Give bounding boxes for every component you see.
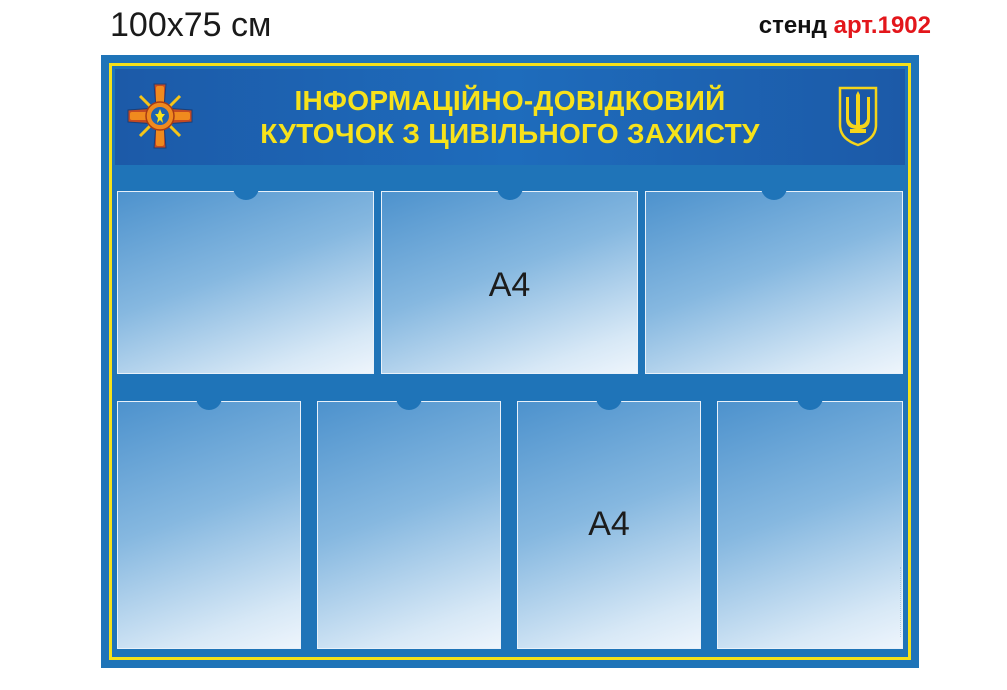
stand-board: ІНФОРМАЦІЙНО-ДОВІДКОВИЙ КУТОЧОК З ЦИВІЛЬ… [101, 55, 919, 668]
pocket-bottom-3: А4 [517, 396, 701, 649]
pocket-notch [396, 396, 422, 410]
pocket-notch [496, 186, 523, 200]
article-code: арт.1902 [833, 12, 931, 39]
pocket-notch [196, 396, 222, 410]
pocket-notch [232, 186, 259, 200]
pocket-label: А4 [488, 266, 531, 304]
size-label: 100x75 см [110, 6, 272, 44]
pocket-top-1 [117, 186, 374, 374]
pocket-bottom-2 [317, 396, 501, 649]
pocket-notch [797, 396, 823, 410]
stand-header: ІНФОРМАЦІЙНО-ДОВІДКОВИЙ КУТОЧОК З ЦИВІЛЬ… [115, 69, 905, 165]
pocket-top-3 [645, 186, 903, 374]
pocket-top-2: А4 [381, 186, 638, 374]
title-line-1: ІНФОРМАЦІЙНО-ДОВІДКОВИЙ [294, 85, 726, 116]
board-frame: ІНФОРМАЦІЙНО-ДОВІДКОВИЙ КУТОЧОК З ЦИВІЛЬ… [109, 63, 911, 660]
side-watermark [900, 567, 904, 637]
pocket-notch [596, 396, 622, 410]
article-label: стенд арт.1902 [759, 12, 931, 40]
pocket-bottom-4 [717, 396, 903, 649]
article-prefix: стенд [758, 12, 834, 39]
emergency-service-emblem-icon [127, 83, 193, 149]
pocket-bottom-1 [117, 396, 301, 649]
title-line-2: КУТОЧОК З ЦИВІЛЬНОГО ЗАХИСТУ [260, 118, 760, 149]
pocket-notch [761, 186, 787, 200]
stand-title: ІНФОРМАЦІЙНО-ДОВІДКОВИЙ КУТОЧОК З ЦИВІЛЬ… [115, 84, 905, 150]
pocket-label: А4 [588, 505, 630, 543]
ukraine-trident-icon [838, 86, 878, 147]
